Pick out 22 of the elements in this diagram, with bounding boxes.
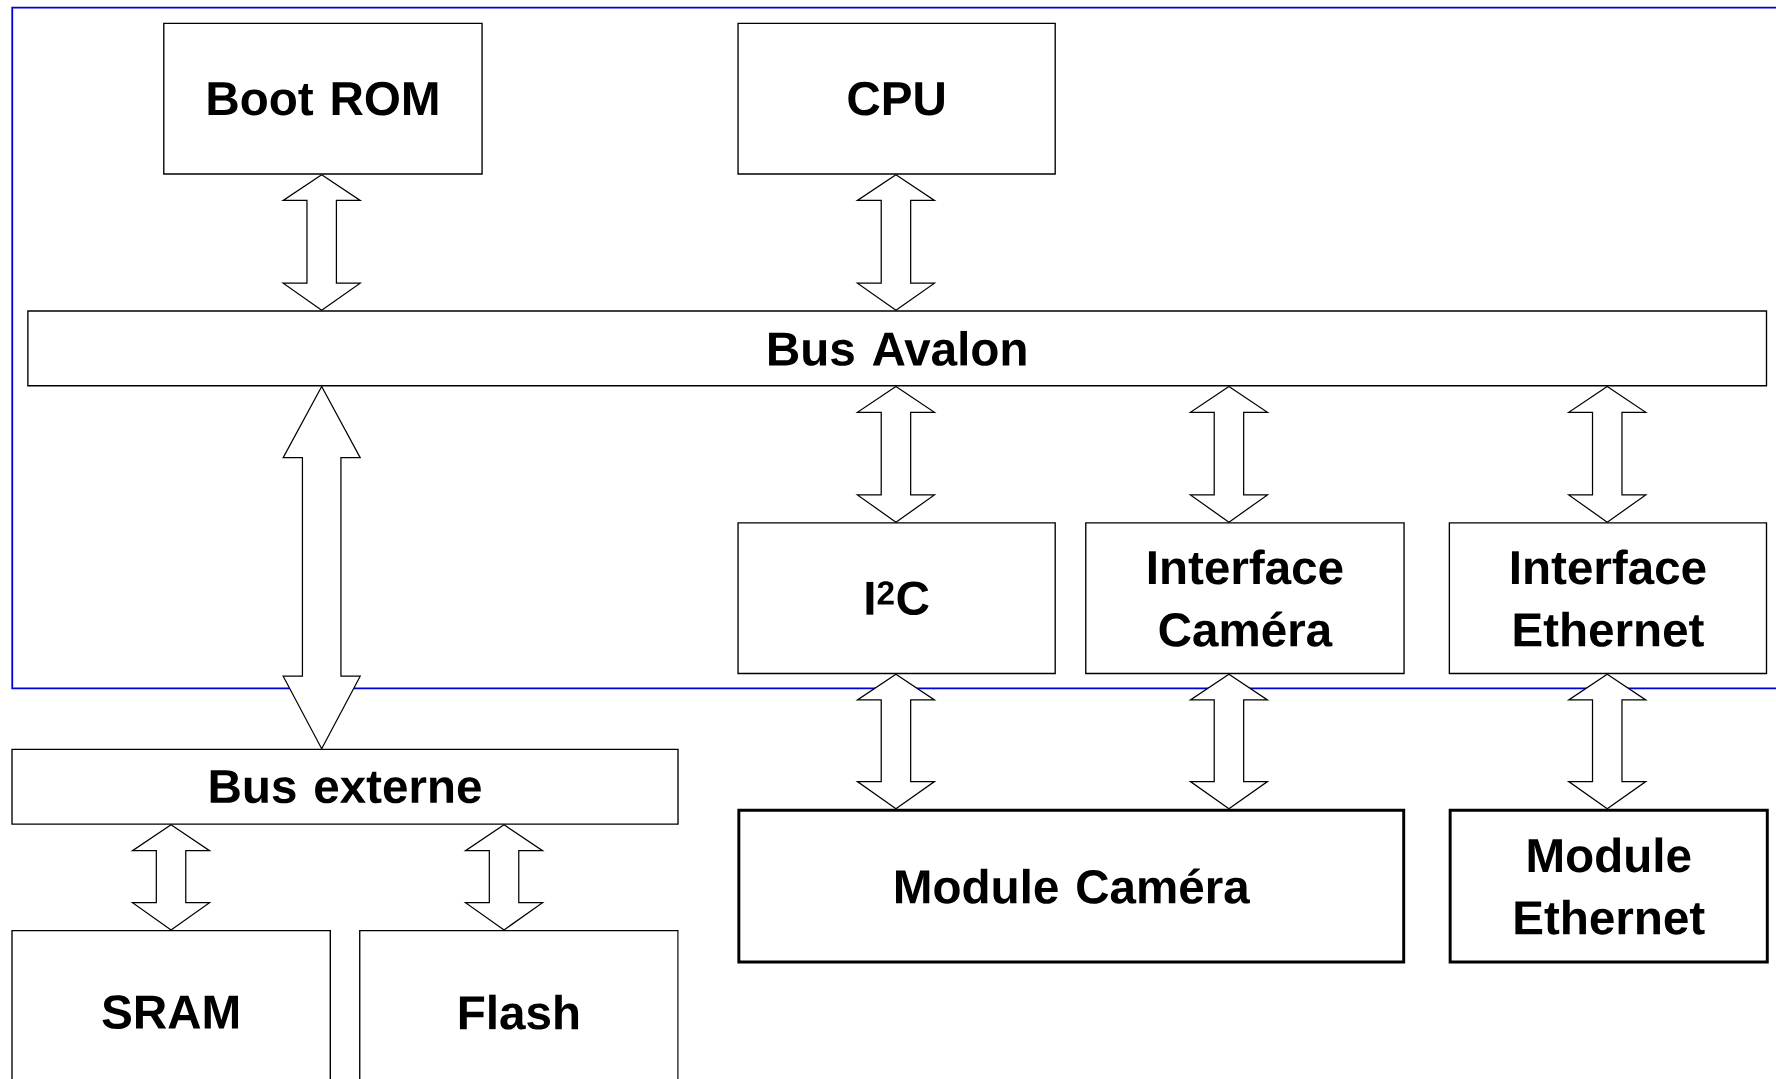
memory-box: Flash — [359, 929, 679, 1079]
bus-bar: Bus externe — [11, 748, 679, 825]
double-arrow — [1188, 385, 1270, 523]
double-arrow — [1188, 673, 1270, 810]
component-box: Interface Ethernet — [1448, 521, 1768, 674]
double-arrow — [281, 173, 363, 311]
double-arrow — [1566, 673, 1648, 810]
memory-box: SRAM — [11, 929, 331, 1079]
double-arrow — [463, 823, 545, 931]
frame-box — [11, 6, 1776, 690]
component-box: CPU — [737, 22, 1056, 175]
double-arrow — [855, 173, 937, 311]
double-arrow — [855, 673, 937, 810]
module-box: Module Ethernet — [1448, 808, 1769, 964]
component-box: Interface Caméra — [1085, 521, 1405, 674]
component-box: Boot ROM — [163, 22, 483, 175]
double-arrow — [130, 823, 212, 931]
double-arrow — [855, 385, 937, 523]
component-box: I$^{2}$C — [737, 521, 1056, 674]
bus-bar: Bus Avalon — [27, 310, 1768, 387]
double-arrow — [1566, 385, 1648, 523]
module-box: Module Caméra — [737, 808, 1406, 964]
